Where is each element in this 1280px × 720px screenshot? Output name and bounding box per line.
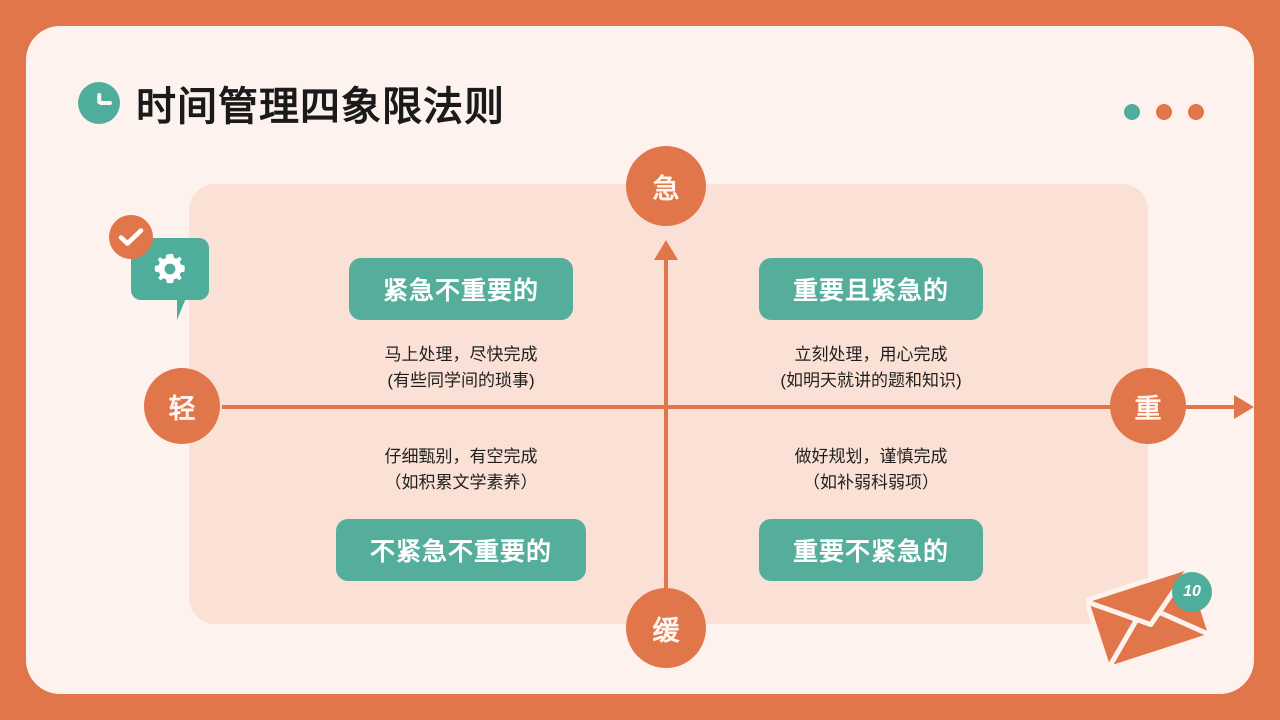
mail-count-badge: 10 — [1172, 572, 1212, 612]
dot-orange-2 — [1188, 104, 1204, 120]
axis-label-not-urgent: 缓 — [626, 588, 706, 668]
quadrant-bottom-right: 做好规划，谨慎完成 （如补弱科弱项） 重要不紧急的 — [676, 444, 1066, 581]
dot-teal — [1124, 104, 1140, 120]
quadrant-top-right-line2: (如明天就讲的题和知识) — [780, 371, 962, 391]
quadrant-bottom-right-desc: 做好规划，谨慎完成 （如补弱科弱项） — [795, 444, 948, 497]
slide-card: 时间管理四象限法则 急 缓 轻 重 紧急不重要的 马上处理，尽快完成 (有些同学… — [26, 26, 1254, 694]
vertical-axis — [664, 258, 668, 628]
quadrant-top-left-line1: 马上处理，尽快完成 — [384, 345, 538, 364]
quadrant-top-left: 紧急不重要的 马上处理，尽快完成 (有些同学间的琐事) — [266, 258, 656, 395]
axis-label-urgent: 急 — [626, 146, 706, 226]
envelope-decoration: 10 — [1086, 564, 1226, 664]
slide-header: 时间管理四象限法则 — [78, 74, 505, 132]
gear-icon — [152, 251, 188, 287]
axis-label-light: 轻 — [144, 368, 220, 444]
gear-bubble-decoration — [109, 215, 209, 320]
quadrant-top-right-title: 重要且紧急的 — [758, 258, 983, 320]
check-icon — [109, 215, 153, 259]
page-title: 时间管理四象限法则 — [136, 85, 505, 129]
quadrant-bottom-right-line2: （如补弱科弱项） — [803, 473, 939, 493]
quadrant-top-right: 重要且紧急的 立刻处理，用心完成 (如明天就讲的题和知识) — [676, 258, 1066, 395]
horizontal-axis — [222, 405, 1240, 409]
vertical-axis-arrowhead — [654, 240, 678, 260]
quadrant-bottom-right-line1: 做好规划，谨慎完成 — [794, 447, 948, 466]
quadrant-top-right-desc: 立刻处理，用心完成 (如明天就讲的题和知识) — [780, 342, 961, 395]
quadrant-top-left-title: 紧急不重要的 — [348, 258, 573, 320]
dot-orange-1 — [1156, 104, 1172, 120]
quadrant-bottom-left-desc: 仔细甄别，有空完成 （如积累文学素养） — [385, 444, 538, 497]
horizontal-axis-arrowhead — [1234, 395, 1254, 419]
quadrant-bottom-left: 仔细甄别，有空完成 （如积累文学素养） 不紧急不重要的 — [266, 444, 656, 581]
quadrant-bottom-left-title: 不紧急不重要的 — [335, 518, 586, 581]
axis-label-heavy: 重 — [1110, 368, 1186, 444]
clock-icon — [78, 82, 120, 124]
speech-bubble-tail — [177, 298, 195, 320]
quadrant-top-right-line1: 立刻处理，用心完成 — [794, 345, 948, 364]
decorative-dots — [1124, 104, 1204, 120]
quadrant-bottom-left-line2: （如积累文学素养） — [384, 473, 538, 493]
quadrant-bottom-left-line1: 仔细甄别，有空完成 — [384, 447, 538, 466]
quadrant-top-left-line2: (有些同学间的琐事) — [387, 371, 535, 391]
quadrant-bottom-right-title: 重要不紧急的 — [758, 518, 983, 581]
quadrant-top-left-desc: 马上处理，尽快完成 (有些同学间的琐事) — [385, 342, 538, 395]
